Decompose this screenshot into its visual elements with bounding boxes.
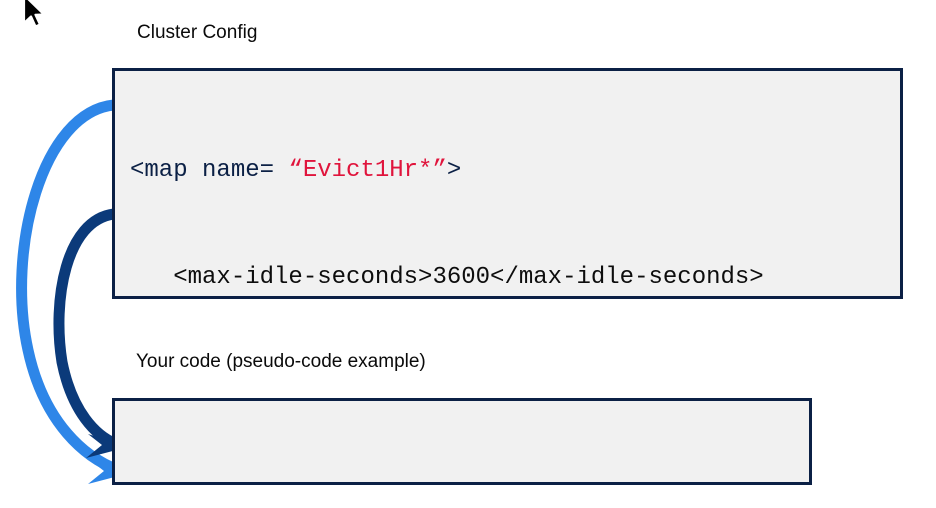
code-token: map myMap1 = map.get(“myMap1”) xyxy=(131,484,563,485)
your-code-box: map myMap1 = map.get(“myMap1”) map myMap… xyxy=(112,398,812,485)
your-code-caption: Your code (pseudo-code example) xyxy=(136,351,426,372)
code-line: map myMap1 = map.get(“myMap1”) xyxy=(131,480,693,485)
default-rule-arrow-shaft xyxy=(53,208,122,450)
cluster-config-code-lines: <map name= “Evict1Hr*”> <max-idle-second… xyxy=(130,82,764,296)
code-token: <map name= xyxy=(130,157,289,184)
evict1hr-rule-arrow-shaft xyxy=(16,99,124,476)
code-token: > xyxy=(446,157,462,184)
code-line: <max-idle-seconds>3600</max-idle-seconds… xyxy=(130,260,764,296)
cluster-config-code-box: <map name= “Evict1Hr*”> <max-idle-second… xyxy=(112,68,903,299)
code-token: <max-idle-seconds>3600</max-idle-seconds… xyxy=(130,263,764,291)
code-line: <map name= “Evict1Hr*”> xyxy=(130,153,764,189)
cluster-config-caption: Cluster Config xyxy=(137,22,258,43)
mouse-pointer-icon xyxy=(22,0,46,28)
your-code-lines: map myMap1 = map.get(“myMap1”) map myMap… xyxy=(131,408,693,485)
code-token: “Evict1Hr*” xyxy=(288,157,447,184)
